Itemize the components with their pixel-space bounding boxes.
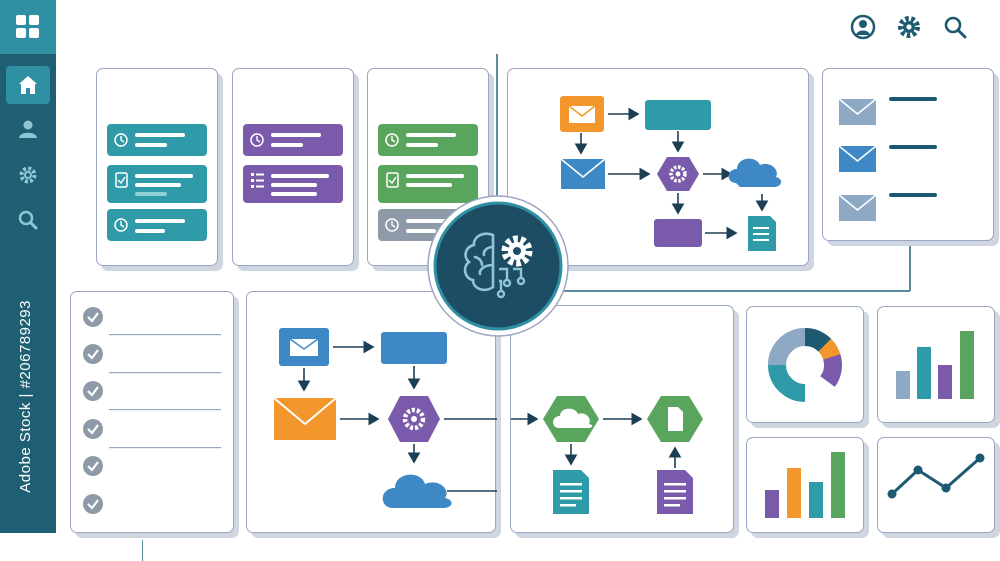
nav-home[interactable] [6, 66, 50, 104]
search-icon [18, 210, 38, 230]
task-card-teal[interactable] [96, 68, 218, 266]
task-list [378, 124, 478, 241]
workflow-diagram [560, 96, 782, 251]
checklist [83, 307, 221, 514]
nav-settings[interactable] [6, 156, 50, 194]
gear-icon [19, 166, 37, 184]
search-button[interactable] [940, 12, 970, 46]
mail-card[interactable] [822, 68, 994, 241]
app-logo[interactable] [0, 0, 56, 54]
bar-chart-card[interactable] [877, 306, 995, 423]
search-icon [944, 16, 967, 39]
user-icon [19, 120, 37, 138]
workflow-card-bottom-right[interactable] [510, 305, 734, 533]
task-list [243, 124, 343, 203]
circuit-icon [496, 267, 526, 299]
workflow-diagram [273, 328, 497, 508]
gear-icon [501, 235, 533, 267]
nav-user[interactable] [6, 110, 50, 148]
workflow-diagram [511, 396, 703, 514]
connector-line [142, 540, 143, 561]
donut-chart-icon [768, 328, 842, 402]
checklist-card[interactable] [70, 291, 234, 533]
brain-icon [463, 232, 495, 292]
task-list [107, 124, 207, 241]
nav-search[interactable] [6, 201, 50, 239]
task-card-green[interactable] [367, 68, 489, 266]
gear-icon [898, 16, 920, 38]
line-chart-card[interactable] [877, 437, 995, 533]
line-chart-icon [887, 453, 985, 499]
bar-chart-icon [765, 452, 845, 518]
user-circle-icon [850, 14, 876, 40]
bar-chart-card[interactable] [746, 437, 864, 533]
workflow-card-bottom-left[interactable] [246, 291, 497, 533]
ai-badge[interactable] [427, 195, 569, 337]
mail-list [838, 97, 937, 221]
watermark: Adobe Stock | #206789293 [16, 300, 34, 493]
bar-chart-icon [896, 331, 974, 399]
task-card-purple[interactable] [232, 68, 354, 266]
donut-chart-card[interactable] [746, 306, 864, 423]
account-button[interactable] [848, 12, 878, 46]
connector-line [540, 290, 910, 292]
ai-badge-graphic [427, 195, 569, 337]
settings-button[interactable] [894, 12, 924, 46]
home-icon [19, 76, 37, 94]
connector-line [909, 240, 911, 291]
grid-logo-icon [16, 15, 39, 38]
